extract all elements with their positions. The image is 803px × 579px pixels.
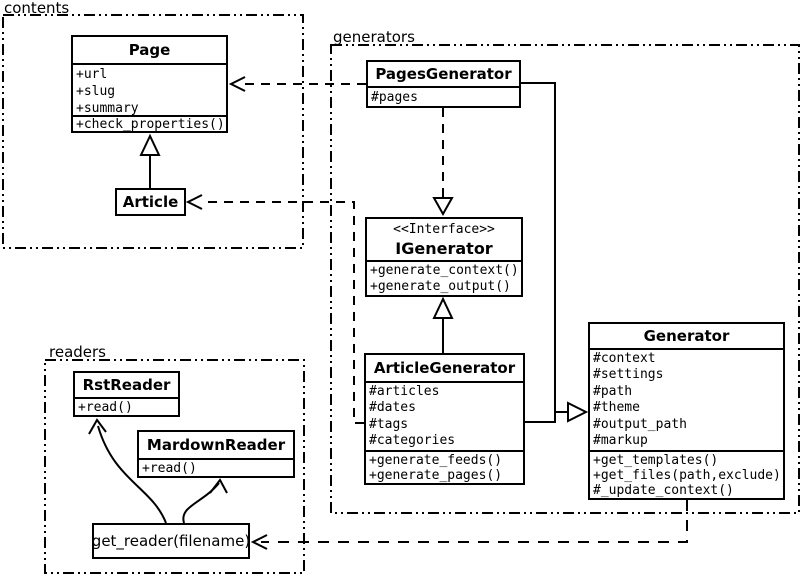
class-article: Article [115,188,186,216]
attribute: #path [593,383,633,399]
class-generator-methods: +get_templates() +get_files(path,exclude… [590,450,783,498]
attribute: #articles [369,384,440,399]
class-igenerator-title: IGenerator [395,238,493,258]
class-generator-attributes: #context #settings #path #theme #output_… [590,348,783,450]
open-arrowhead-rstreader [88,418,107,435]
package-border-readers [44,359,305,574]
attribute: #settings [593,367,664,383]
dependency-articlegenerator-article [201,201,364,424]
hollow-triangle-igenerator-bottom [432,296,454,319]
dependency-generator-getreader [261,500,688,543]
method: +read() [142,461,197,476]
attribute: #dates [369,400,416,416]
class-generator: Generator #context #settings #path #them… [588,322,785,500]
attribute: #output_path [593,416,687,432]
class-rstreader-methods: +read() [75,397,178,415]
class-pagesgenerator-title: PagesGenerator [375,65,512,83]
attribute: #context [593,351,656,366]
package-label-generators: generators [333,28,415,46]
attribute: +slug [76,84,116,99]
class-mardownreader: MardownReader +read() [137,430,295,478]
class-page-title: Page [128,41,171,59]
attribute: #pages [371,90,418,105]
method: +read() [78,400,133,415]
package-border-contents [2,14,304,249]
class-page: Page +url +slug +summary +check_properti… [71,35,228,133]
class-rstreader-title: RstReader [82,376,171,394]
stereotype: <<Interface>> [393,221,495,237]
open-arrowhead-article [185,194,203,210]
class-igenerator-methods: +generate_context() +generate_output() [367,260,521,295]
attribute: +summary [76,101,139,115]
attribute: +url [76,67,108,82]
generalization-pagesgenerator-generator [521,82,567,413]
class-rstreader: RstReader +read() [73,371,180,417]
class-page-methods: +check_properties() [73,115,226,131]
class-pagesgenerator-attributes: #pages [368,86,519,106]
class-igenerator-header: <<Interface>> IGenerator [367,219,521,260]
hollow-triangle-page-bottom [139,133,161,156]
package-label-contents: contents [4,0,70,17]
method: +generate_pages() [369,468,503,483]
open-arrowhead-getreader [250,534,268,550]
class-articlegenerator: ArticleGenerator #articles #dates #tags … [364,353,525,485]
attribute: #categories [369,433,456,449]
class-articlegenerator-title: ArticleGenerator [373,359,516,377]
function-box-get-reader: get_reader(filename) [92,523,250,559]
method: +get_files(path,exclude) [593,468,781,483]
generalization-articlegenerator-generator [525,410,556,423]
method: +generate_output() [370,279,511,295]
hollow-triangle-igenerator-top [432,197,454,217]
class-articlegenerator-methods: +generate_feeds() +generate_pages() [366,450,523,483]
class-mardownreader-methods: +read() [139,458,293,476]
method: +generate_feeds() [369,453,503,468]
attribute: #theme [593,400,640,416]
method: +get_templates() [593,453,719,468]
hollow-triangle-generator-left [567,401,589,423]
package-label-readers: readers [49,343,106,361]
class-mardownreader-title: MardownReader [146,436,286,454]
class-igenerator: <<Interface>> IGenerator +generate_conte… [365,217,523,297]
open-arrowhead-page [228,76,246,92]
open-arrowhead-mardownreader [209,478,228,494]
class-page-attributes: +url +slug +summary [73,63,226,115]
attribute: #tags [369,416,409,432]
class-articlegenerator-attributes: #articles #dates #tags #categories [366,381,523,450]
method: +generate_context() [370,263,519,278]
class-pagesgenerator: PagesGenerator #pages [366,60,521,108]
package-border-generators [330,44,800,514]
method: +check_properties() [76,117,225,131]
class-generator-title: Generator [643,327,730,345]
arrow-getreader-rstreader [97,425,167,524]
method: #_update_context() [593,483,734,498]
attribute: #markup [593,433,648,449]
